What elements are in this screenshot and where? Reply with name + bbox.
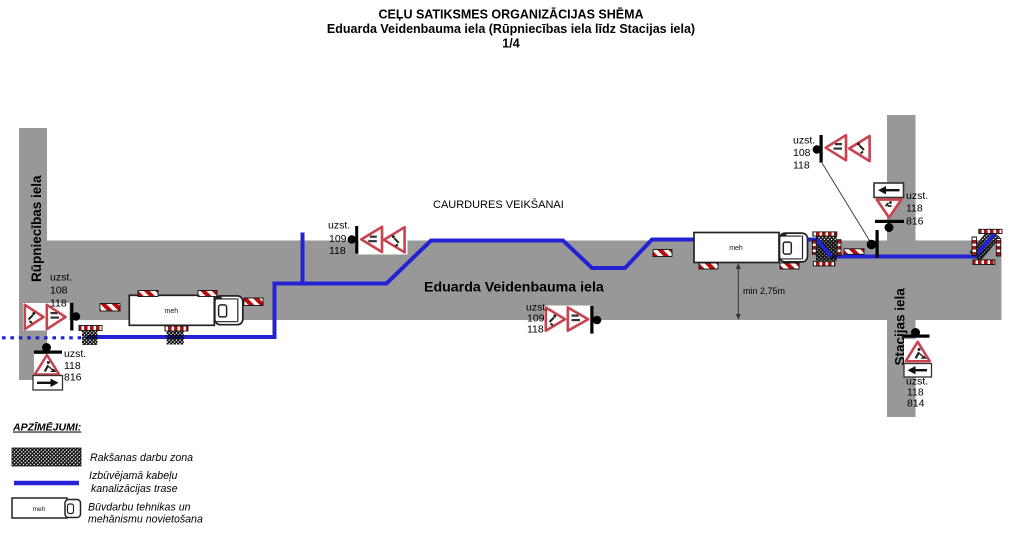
svg-text:118: 118 — [906, 203, 923, 215]
svg-text:816: 816 — [906, 216, 924, 228]
svg-text:118: 118 — [793, 160, 810, 172]
svg-text:108: 108 — [50, 285, 68, 297]
svg-text:uzst.: uzst. — [328, 220, 350, 232]
svg-text:uzst.: uzst. — [906, 190, 928, 202]
svg-text:Rakšanas darbu zona: Rakšanas darbu zona — [90, 452, 193, 464]
svg-text:109: 109 — [329, 233, 347, 245]
svg-text:118: 118 — [64, 360, 81, 372]
svg-text:mehānismu novietošana: mehānismu novietošana — [88, 514, 203, 526]
svg-text:uzst.: uzst. — [50, 272, 72, 284]
svg-text:uzst.: uzst. — [906, 376, 928, 388]
svg-text:min 2,75m: min 2,75m — [743, 286, 785, 296]
svg-text:APZĪMĒJUMI:: APZĪMĒJUMI: — [12, 422, 81, 434]
svg-text:meh: meh — [33, 506, 46, 513]
svg-text:Stacijas iela: Stacijas iela — [893, 288, 908, 366]
svg-text:kanalizācijas trase: kanalizācijas trase — [91, 483, 178, 495]
svg-text:uzst.: uzst. — [64, 348, 86, 360]
svg-text:Izbūvējamā kabeļu: Izbūvējamā kabeļu — [89, 470, 177, 482]
svg-text:uzst.: uzst. — [526, 302, 548, 314]
svg-text:118: 118 — [329, 245, 346, 257]
svg-text:Eduarda Veidenbauma iela (Rūpn: Eduarda Veidenbauma iela (Rūpniecības ie… — [327, 22, 695, 36]
svg-text:816: 816 — [64, 372, 82, 384]
svg-text:uzst.: uzst. — [793, 135, 815, 147]
svg-text:109: 109 — [527, 313, 545, 325]
svg-text:Eduarda Veidenbauma iela: Eduarda Veidenbauma iela — [424, 280, 604, 296]
svg-text:814: 814 — [907, 398, 925, 410]
svg-text:CAURDURES VEIKŠANAI: CAURDURES VEIKŠANAI — [433, 198, 564, 211]
svg-text:118: 118 — [527, 324, 544, 336]
svg-text:Būvdarbu tehnikas un: Būvdarbu tehnikas un — [88, 502, 191, 514]
svg-text:118: 118 — [50, 298, 67, 310]
svg-text:108: 108 — [793, 147, 811, 159]
svg-text:1/4: 1/4 — [502, 37, 519, 51]
svg-text:118: 118 — [907, 387, 924, 399]
svg-text:Rūpniecības iela: Rūpniecības iela — [29, 175, 44, 282]
svg-text:CEĻU SATIKSMES ORGANIZĀCIJAS S: CEĻU SATIKSMES ORGANIZĀCIJAS SHĒMA — [378, 8, 643, 22]
